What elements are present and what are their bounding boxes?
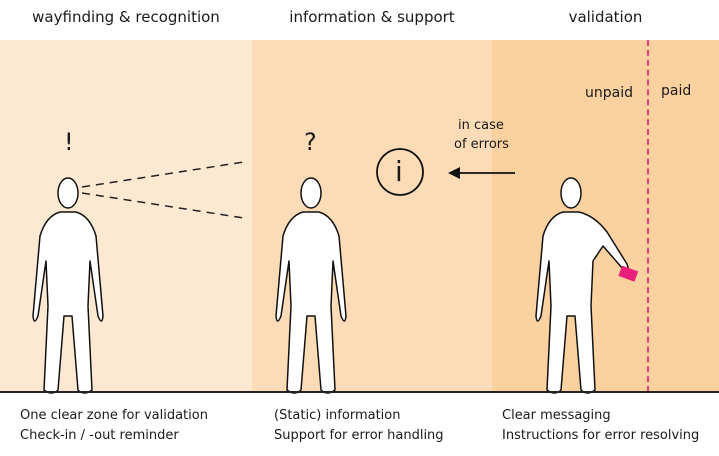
info-icon: i — [395, 155, 403, 188]
question-mark: ? — [304, 128, 317, 156]
person-wayfinding — [32, 177, 104, 394]
heading-information: information & support — [289, 8, 455, 26]
exclamation-mark: ! — [64, 128, 74, 156]
paid-zone-divider — [647, 40, 649, 392]
heading-validation: validation — [568, 8, 643, 26]
caption-validation-line2: Instructions for error resolving — [502, 428, 700, 443]
caption-wayfinding-line2: Check-in / -out reminder — [20, 428, 179, 443]
heading-wayfinding: wayfinding & recognition — [32, 8, 220, 26]
caption-validation: Clear messaging Instructions for error r… — [502, 406, 699, 446]
errors-label-line1: in case — [458, 118, 504, 133]
zone-validation — [492, 40, 719, 392]
errors-label-line2: of errors — [454, 137, 509, 152]
caption-information-line2: Support for error handling — [274, 428, 444, 443]
ground-line — [0, 391, 719, 393]
caption-information: (Static) information Support for error h… — [274, 406, 444, 446]
error-arrow-head — [448, 167, 460, 179]
caption-wayfinding: One clear zone for validation Check-in /… — [20, 406, 208, 446]
ticket-card — [618, 265, 639, 282]
caption-information-line1: (Static) information — [274, 408, 401, 423]
person-information — [275, 177, 347, 394]
paid-label: paid — [661, 83, 692, 99]
sight-line-lower — [81, 192, 245, 219]
sight-line-upper — [81, 161, 245, 188]
caption-validation-line1: Clear messaging — [502, 408, 611, 423]
zone-wayfinding — [0, 40, 252, 392]
info-circle — [376, 148, 424, 196]
person-validation — [535, 177, 630, 394]
caption-wayfinding-line1: One clear zone for validation — [20, 408, 208, 423]
unpaid-label: unpaid — [585, 85, 633, 101]
